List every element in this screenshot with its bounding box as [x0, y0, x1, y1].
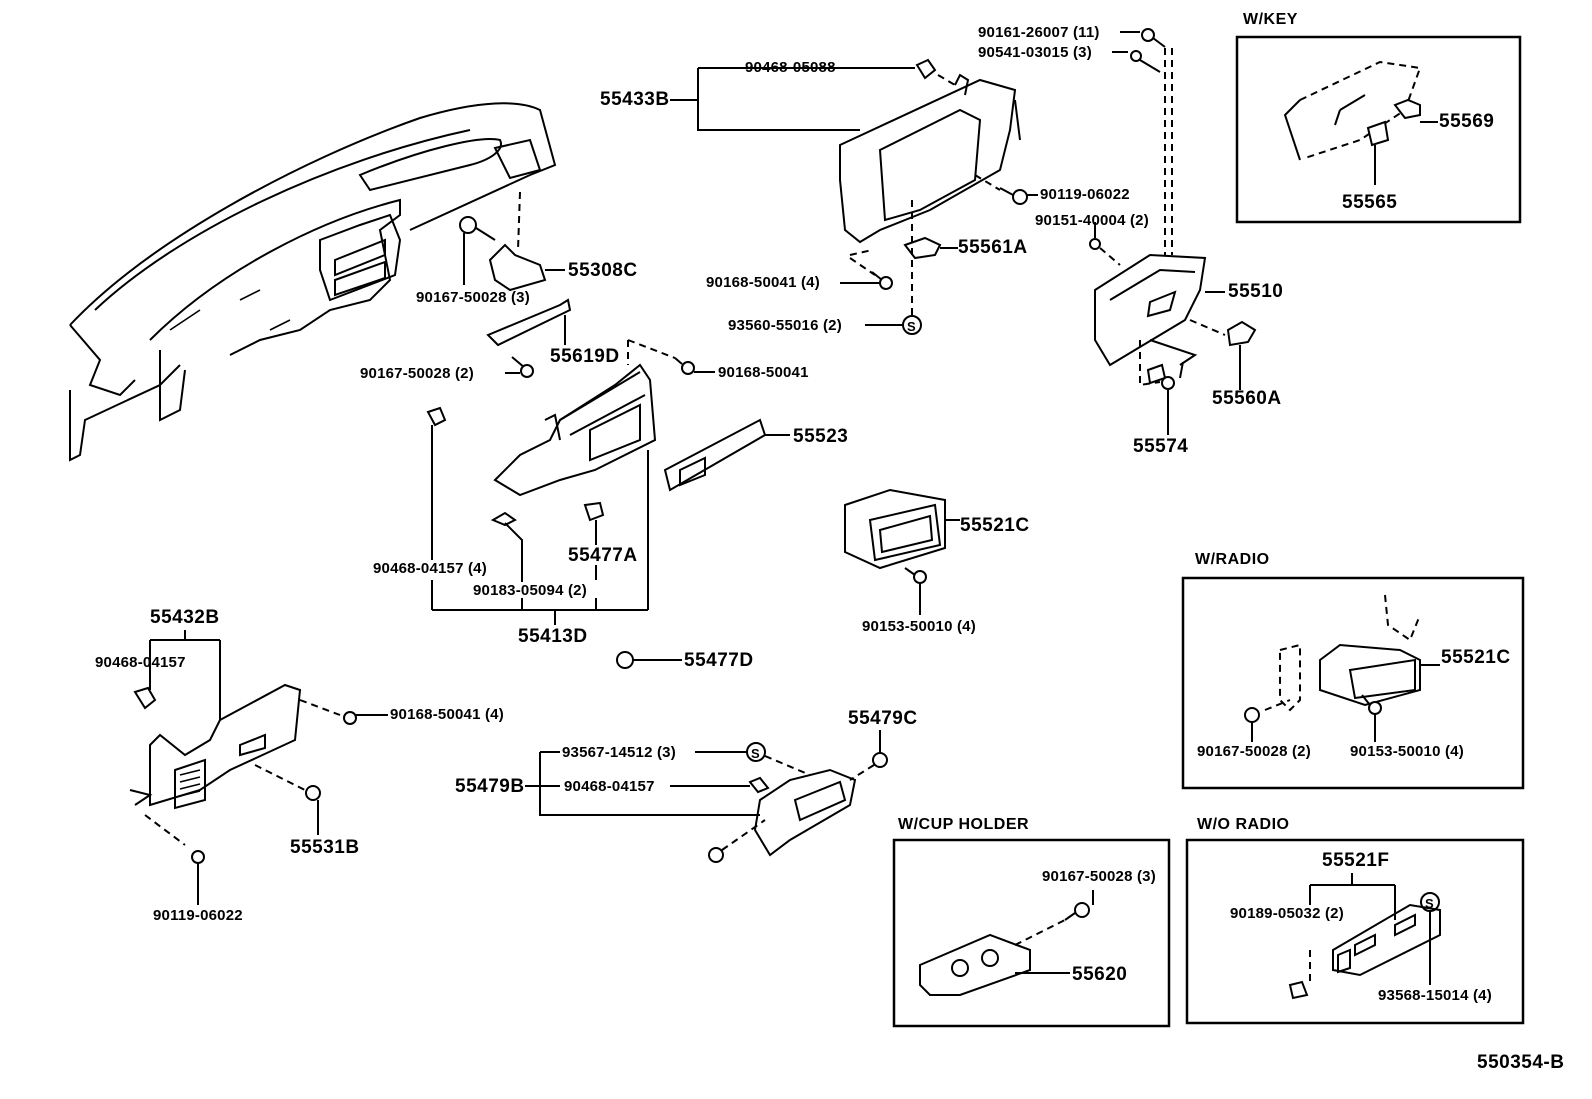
instrument-panel-drawing: [69, 102, 557, 462]
part-label-90167-50028-radio: 90167-50028 (2): [1197, 743, 1311, 760]
w-o-radio-inset-frame: [1185, 838, 1525, 1025]
part-label-90541-03015: 90541-03015 (3): [978, 44, 1092, 61]
inset-title-w-radio: W/RADIO: [1195, 551, 1270, 568]
part-label-93567-14512: 93567-14512 (3): [562, 744, 676, 761]
part-label-55413D: 55413D: [518, 626, 588, 647]
part-label-90183-05094: 90183-05094 (2): [473, 582, 587, 599]
part-label-90119-06022: 90119-06022: [1040, 186, 1130, 203]
s-symbol: S: [751, 746, 760, 761]
part-label-90468-04157: 90468-04157: [95, 654, 186, 671]
part-label-90468-04157-4: 90468-04157 (4): [373, 560, 487, 577]
part-label-93560-55016: 93560-55016 (2): [728, 317, 842, 334]
part-label-90161-26007: 90161-26007 (11): [978, 24, 1100, 41]
part-label-55560A: 55560A: [1212, 388, 1282, 409]
w-radio-inset-frame: [1181, 576, 1525, 790]
part-label-90153-50010: 90153-50010 (4): [862, 618, 976, 635]
part-label-55531B: 55531B: [290, 837, 360, 858]
part-label-55308C: 55308C: [568, 260, 638, 281]
part-label-90167-50028-cup: 90167-50028 (3): [1042, 868, 1156, 885]
part-label-55477D: 55477D: [684, 650, 754, 671]
part-label-93568-15014: 93568-15014 (4): [1378, 987, 1492, 1004]
part-label-55521F: 55521F: [1322, 850, 1390, 871]
s-symbol: S: [1425, 896, 1434, 911]
part-label-90167-50028-3: 90167-50028 (3): [416, 289, 530, 306]
part-label-55477A: 55477A: [568, 545, 638, 566]
part-label-55574: 55574: [1133, 436, 1189, 457]
inset-title-w-key: W/KEY: [1243, 11, 1298, 28]
part-label-55561A: 55561A: [958, 237, 1028, 258]
part-label-90168-50041-4b: 90168-50041 (4): [390, 706, 504, 723]
part-label-55619D: 55619D: [550, 346, 620, 367]
part-label-55523: 55523: [793, 426, 849, 447]
part-label-90168-50041-4: 90168-50041 (4): [706, 274, 820, 291]
part-label-55479B: 55479B: [455, 776, 525, 797]
part-label-90168-50041: 90168-50041: [718, 364, 809, 381]
part-label-90119-06022b: 90119-06022: [153, 907, 243, 924]
part-label-90153-50010-radio: 90153-50010 (4): [1350, 743, 1464, 760]
drawing-id: 550354-B: [1477, 1052, 1565, 1073]
inset-title-w-o-radio: W/O RADIO: [1197, 816, 1290, 833]
part-label-55432B: 55432B: [150, 607, 220, 628]
part-label-55510: 55510: [1228, 281, 1284, 302]
part-label-90151-40004: 90151-40004 (2): [1035, 212, 1149, 229]
w-key-inset-frame: [1235, 35, 1522, 224]
s-symbol: S: [907, 319, 916, 334]
part-label-55569: 55569: [1439, 111, 1495, 132]
part-label-55433B: 55433B: [600, 89, 670, 110]
part-label-90189-05032: 90189-05032 (2): [1230, 905, 1344, 922]
part-label-55565: 55565: [1342, 192, 1398, 213]
part-label-55620: 55620: [1072, 964, 1128, 985]
part-label-90167-50028-2: 90167-50028 (2): [360, 365, 474, 382]
part-label-55479C: 55479C: [848, 708, 918, 729]
part-label-55521C-radio: 55521C: [1441, 647, 1511, 668]
part-label-90468-04157d: 90468-04157: [564, 778, 655, 795]
part-label-55521C: 55521C: [960, 515, 1030, 536]
part-label-90468-05088: 90468-05088: [745, 59, 836, 76]
w-cup-holder-inset-frame: [892, 838, 1171, 1028]
inset-title-w-cup-holder: W/CUP HOLDER: [898, 816, 1030, 833]
